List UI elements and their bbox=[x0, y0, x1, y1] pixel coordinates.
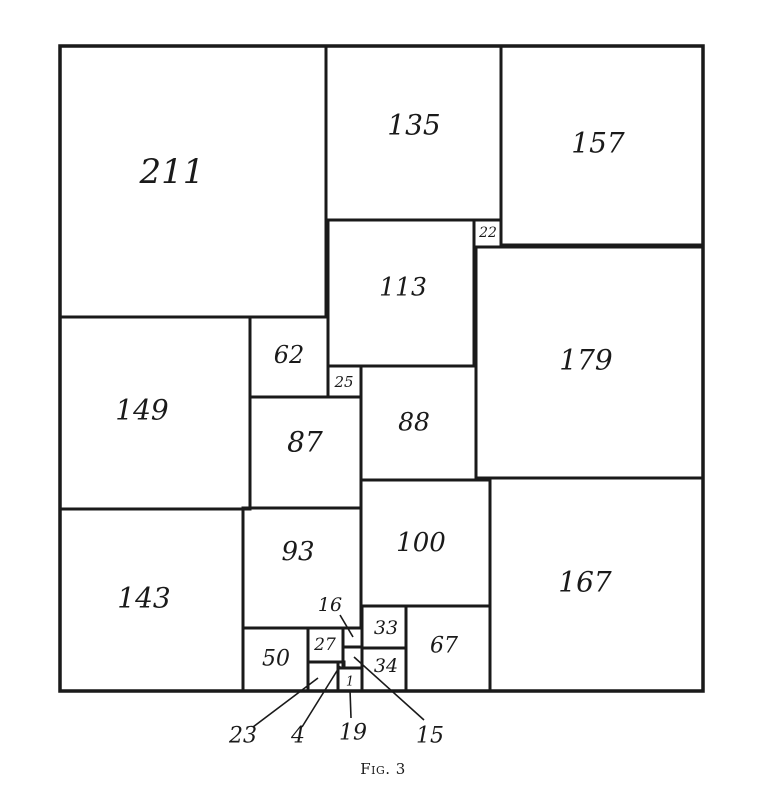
leader-15 bbox=[353, 656, 425, 721]
callout-labels: 16 23 4 19 15 bbox=[228, 594, 444, 749]
figure-caption: Fig. 3 bbox=[360, 760, 406, 778]
leader-19 bbox=[349, 689, 352, 719]
label-67: 67 bbox=[430, 634, 458, 659]
square-labels: 211 135 157 22 113 179 149 62 25 87 88 1… bbox=[115, 109, 625, 690]
label-149: 149 bbox=[115, 394, 168, 427]
callout-4: 4 bbox=[290, 724, 305, 749]
callout-16: 16 bbox=[318, 594, 342, 616]
label-27: 27 bbox=[313, 635, 336, 655]
square-34 bbox=[360, 646, 408, 693]
label-167: 167 bbox=[558, 566, 612, 599]
label-34: 34 bbox=[374, 655, 398, 677]
square-157 bbox=[499, 44, 705, 247]
label-87: 87 bbox=[287, 426, 323, 459]
callout-19: 19 bbox=[339, 721, 367, 746]
leader-16 bbox=[339, 614, 354, 638]
label-179: 179 bbox=[559, 344, 612, 377]
square-167 bbox=[488, 476, 705, 693]
label-62: 62 bbox=[274, 341, 305, 369]
label-88: 88 bbox=[398, 408, 430, 437]
label-157: 157 bbox=[571, 127, 625, 160]
square-16 bbox=[341, 626, 364, 649]
label-1: 1 bbox=[346, 675, 354, 690]
label-22: 22 bbox=[478, 225, 497, 241]
leader-23 bbox=[252, 677, 319, 728]
leader-4 bbox=[301, 665, 341, 728]
label-135: 135 bbox=[387, 109, 440, 142]
label-143: 143 bbox=[117, 582, 170, 615]
label-113: 113 bbox=[379, 273, 427, 302]
label-93: 93 bbox=[281, 537, 314, 567]
label-25: 25 bbox=[333, 373, 353, 391]
label-50: 50 bbox=[262, 647, 290, 672]
square-15 bbox=[341, 645, 364, 670]
squares bbox=[58, 44, 705, 693]
label-211: 211 bbox=[139, 152, 205, 192]
callout-23: 23 bbox=[228, 724, 257, 749]
square-93 bbox=[241, 506, 363, 630]
label-33: 33 bbox=[374, 617, 398, 639]
callout-leaders bbox=[252, 614, 425, 728]
callout-15: 15 bbox=[416, 724, 444, 749]
label-100: 100 bbox=[396, 528, 446, 558]
